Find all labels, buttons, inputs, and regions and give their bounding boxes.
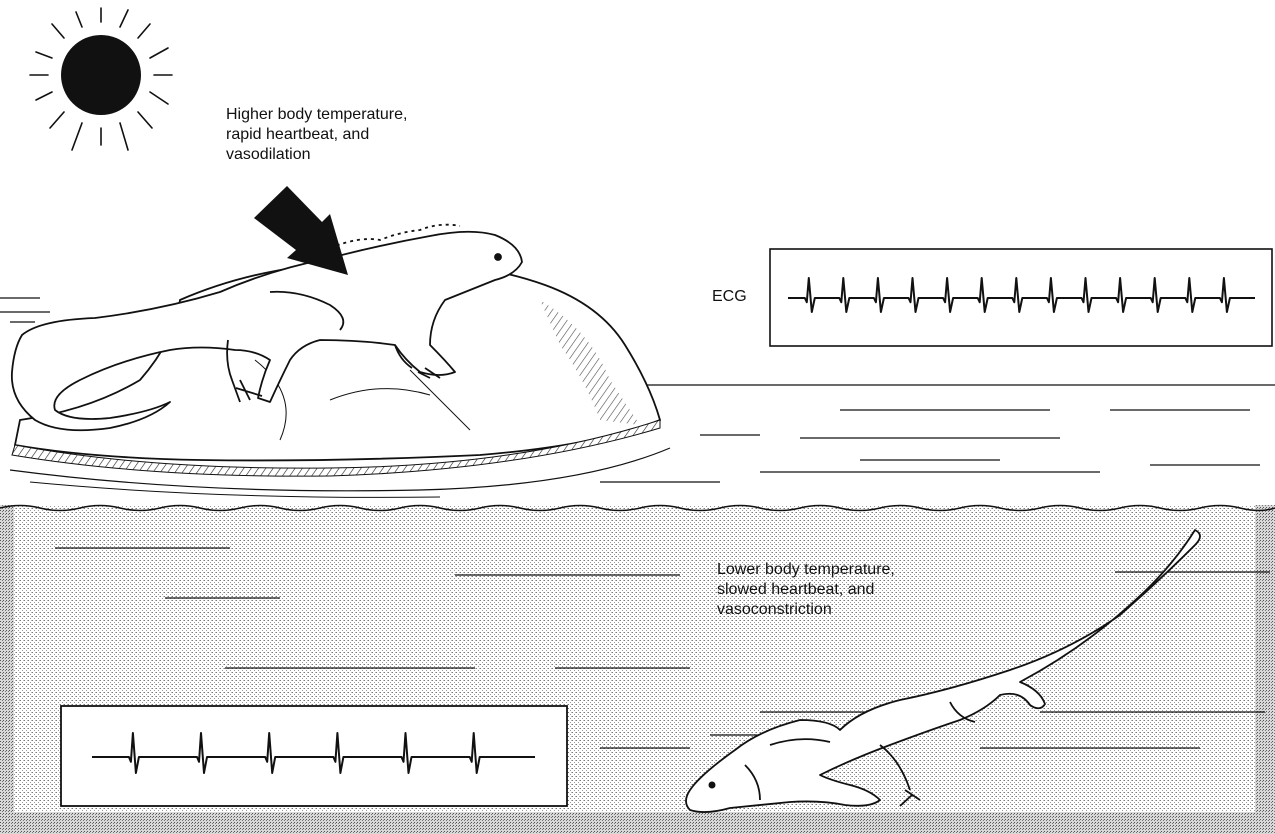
cold-caption-line-2: slowed heartbeat, and	[717, 580, 1017, 600]
warm-caption-line-1: Higher body temperature,	[226, 105, 516, 125]
ecg-slow-panel	[61, 706, 567, 806]
sun-icon	[30, 8, 172, 150]
warm-caption-line-2: rapid heartbeat, and	[226, 125, 516, 145]
warm-caption-line-3: vasodilation	[226, 145, 516, 165]
ecg-label: ECG	[712, 288, 747, 306]
cold-caption-line-3: vasoconstriction	[717, 600, 1017, 620]
cold-caption-line-1: Lower body temperature,	[717, 560, 1017, 580]
ecg-rapid-panel	[770, 249, 1272, 346]
cold-caption: Lower body temperature, slowed heartbeat…	[717, 560, 1017, 620]
warm-caption: Higher body temperature, rapid heartbeat…	[226, 105, 516, 165]
arrow-icon	[254, 186, 348, 275]
